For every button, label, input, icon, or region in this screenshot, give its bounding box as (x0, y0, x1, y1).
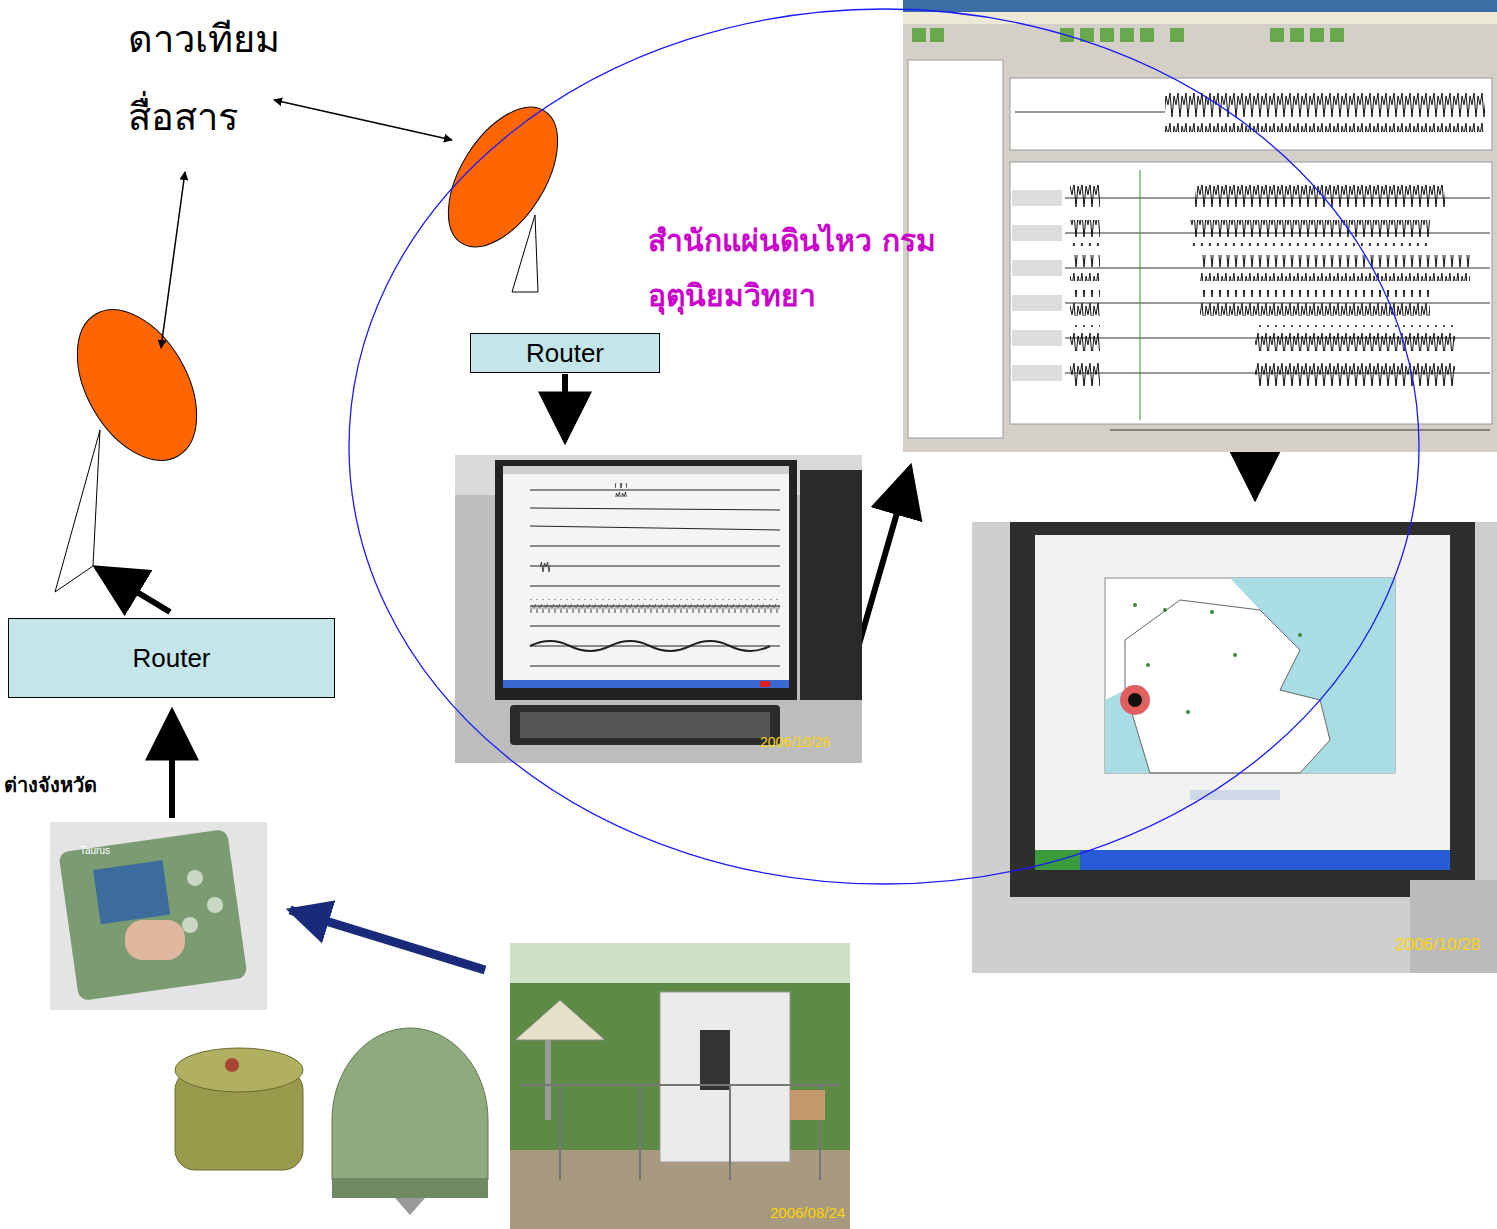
satellite-link (274, 100, 452, 140)
digitizer-photo (50, 822, 267, 1010)
device-brand: Taurus (80, 845, 130, 857)
satellite-dish (53, 289, 222, 592)
flow-arrow (97, 568, 170, 612)
router-label: Router (132, 643, 210, 673)
flow-arrow (562, 374, 568, 440)
seismometer-sensor (332, 1028, 488, 1215)
software-screenshot (903, 0, 1497, 452)
office-region: Router สำนักแผ่นดินไหว กรมอุตุนิยมวิทยา (348, 8, 1420, 885)
flow-arrow (290, 910, 485, 970)
flow-arrow (169, 712, 175, 818)
router-box: Router (470, 333, 660, 373)
satellite-dish (426, 89, 580, 292)
router-box: Router (8, 618, 335, 698)
flow-arrow (1252, 456, 1258, 497)
satellite-label: ดาวเทียม สื่อสาร (128, 0, 318, 156)
seismometer-sensor (175, 1048, 303, 1170)
monitor-photo (455, 455, 862, 763)
photo-date: 2006/10/28 (1395, 935, 1495, 955)
photo-date: 2006/08/24 (770, 1204, 865, 1222)
station-photo (510, 943, 850, 1229)
router-label: Router (526, 338, 604, 368)
site-label: ต่างจังหวัด (4, 772, 164, 798)
map-photo (972, 522, 1497, 973)
office-name: สำนักแผ่นดินไหว กรมอุตุนิยมวิทยา (648, 213, 948, 323)
region-outline (348, 8, 1420, 885)
satellite-link (161, 172, 185, 348)
photo-date: 2006/10/28 (760, 733, 855, 751)
